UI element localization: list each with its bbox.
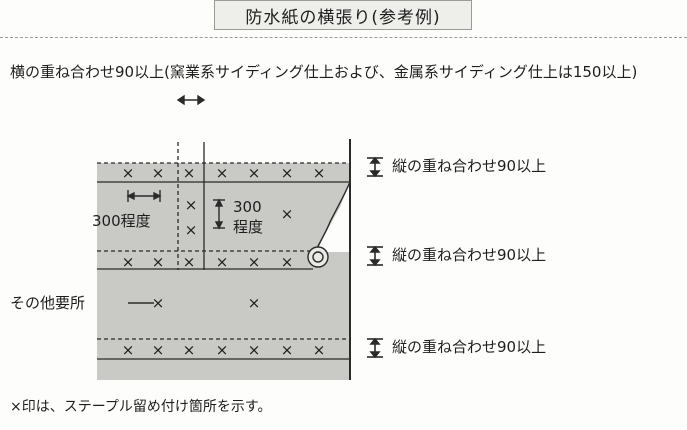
title-box: 防水紙の横張り(参考例) <box>214 0 472 30</box>
staple-mark: × <box>313 164 326 182</box>
vertical-overlap-markers <box>367 156 383 359</box>
horizontal-overlap-note: 横の重ね合わせ90以上(窯業系サイディング仕上および、金属系サイディング仕上は1… <box>10 63 638 81</box>
horizontal-overlap-dimension <box>176 94 206 106</box>
staple-mark: × <box>216 164 229 182</box>
sheet-middle <box>97 182 350 269</box>
staple-mark: × <box>122 164 135 182</box>
staple-mark: × <box>313 341 326 359</box>
other-areas-label: その他要所 <box>10 294 86 312</box>
staple-mark: × <box>152 294 165 312</box>
vertical-overlap-label-bottom: 縦の重ね合わせ90以上 <box>392 338 547 356</box>
vertical-overlap-label-top: 縦の重ね合わせ90以上 <box>392 157 547 175</box>
staple-mark: × <box>248 294 261 312</box>
staple-mark: × <box>183 341 196 359</box>
staple-mark: × <box>216 341 229 359</box>
staple-mark: × <box>281 253 294 271</box>
staple-mark: × <box>183 164 196 182</box>
sheet-curl <box>307 181 351 268</box>
dimension-300-left <box>126 190 162 202</box>
spacing-300-left-label: 300程度 <box>92 212 151 230</box>
staple-mark: × <box>216 253 229 271</box>
staple-mark: × <box>281 164 294 182</box>
dimension-300-right <box>213 198 225 230</box>
staple-mark: × <box>122 341 135 359</box>
staple-mark: × <box>152 253 165 271</box>
sheet-top <box>97 163 350 182</box>
overlap-lines <box>97 142 350 360</box>
staple-mark: × <box>248 341 261 359</box>
staple-mark: × <box>185 196 198 214</box>
spacing-300-right-line2: 程度 <box>233 218 264 236</box>
staple-mark: × <box>185 221 198 239</box>
staple-mark: × <box>122 253 135 271</box>
staple-mark: × <box>248 253 261 271</box>
diagram-title: 防水紙の横張り(参考例) <box>245 7 441 28</box>
spacing-300-right-line1: 300 <box>233 198 262 216</box>
staple-mark: × <box>152 164 165 182</box>
staple-mark: × <box>183 253 196 271</box>
staple-mark: × <box>281 205 294 223</box>
staple-mark: × <box>281 341 294 359</box>
footnote: ×印は、ステープル留め付け箇所を示す。 <box>10 399 272 415</box>
staple-mark: × <box>152 341 165 359</box>
vertical-overlap-label-middle: 縦の重ね合わせ90以上 <box>392 246 547 264</box>
sheet-bottom <box>97 251 350 380</box>
staple-mark: × <box>248 164 261 182</box>
title-divider <box>0 37 687 38</box>
